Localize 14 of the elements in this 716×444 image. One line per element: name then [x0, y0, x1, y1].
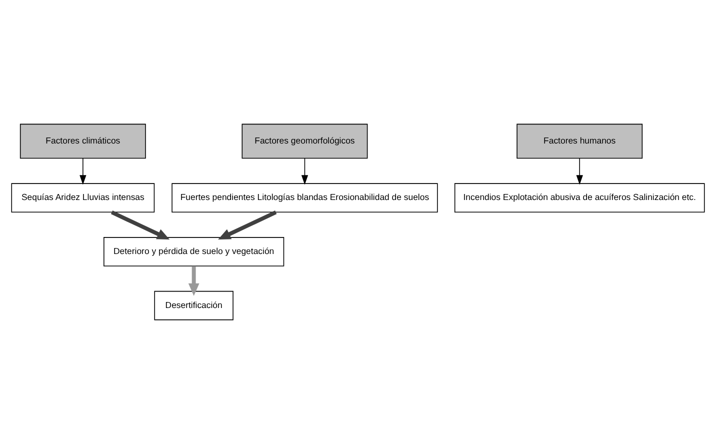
- node-box: Desertificación: [154, 290, 234, 320]
- node-box: Deterioro y pérdida de suelo y vegetación: [104, 237, 284, 266]
- node-box: Factores climáticos: [20, 124, 146, 159]
- arrow: [188, 266, 200, 296]
- node-box: Factores geomorfológicos: [242, 124, 368, 159]
- arrow: [218, 210, 277, 240]
- node-box: Incendios Explotación abusiva de acuíferos Salinización etc.: [454, 183, 705, 212]
- node-box: Sequías Aridez Lluvias intensas: [11, 183, 155, 212]
- arrow: [576, 158, 583, 185]
- node-box: Fuertes pendientes Litologías blandas Erosionabilidad de suelos: [172, 183, 438, 212]
- arrow: [110, 210, 170, 240]
- node-box: Factores humanos: [516, 124, 643, 159]
- arrow: [80, 158, 86, 185]
- arrow: [301, 158, 308, 185]
